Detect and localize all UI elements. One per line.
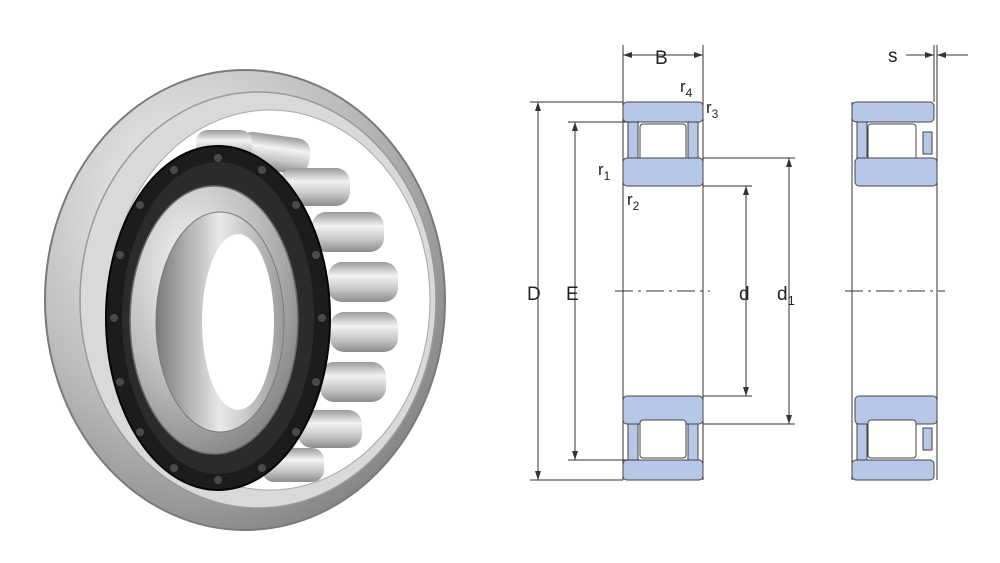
rivet [318,314,326,322]
side-outer-ring-bottom [851,459,935,481]
side-outer-ring-top [851,101,935,123]
side-flange-left-top [856,121,868,159]
outer-ring-flange-left-bottom [627,423,639,461]
rivet [214,476,222,484]
side-flange-right-bottom [922,427,933,451]
arrow-D-bottom [535,471,541,480]
roller [312,212,384,252]
roller [298,410,362,448]
roller-section-top [639,123,687,163]
rivet [136,428,144,436]
bore-opening [202,234,274,410]
label-r2: r2 [627,190,640,213]
rivet [136,201,144,209]
roller [328,262,398,302]
roller [330,312,398,352]
cylindrical-roller-bearing-photo [44,69,446,531]
roller [320,362,386,402]
outer-ring-flange-right-bottom [687,423,699,461]
rivet [116,251,124,259]
arrow-E-bottom [572,451,578,460]
rivet [170,464,178,472]
label-d1: d1 [777,284,795,308]
label-B: B [655,48,668,69]
dimension-drawing [530,45,795,481]
s-arrowheads [925,52,946,58]
rivet [312,378,320,386]
side-inner-ring-top [854,157,938,187]
arrow-E-top [572,122,578,131]
arrow-d-top [743,186,749,195]
roller-section-bottom [639,419,687,459]
arrow-d1-bottom [786,415,792,424]
side-roller-top [867,123,917,163]
rivet [292,201,300,209]
rivet [258,166,266,174]
rivet [292,428,300,436]
arrow-B-right [694,52,703,58]
outer-ring-section-bottom [622,459,704,481]
side-flange-right-top [922,131,933,155]
label-r1: r1 [598,160,611,183]
rivet [170,166,178,174]
rivet [312,251,320,259]
side-flange-left-bottom [856,423,868,461]
label-D: D [527,284,541,305]
inner-ring-section-top [622,157,704,187]
arrow-d1-top [786,158,792,167]
arrow-B-left [623,52,632,58]
arrow-D-top [535,102,541,111]
rivet [258,464,266,472]
outer-ring-flange-left-top [627,121,639,159]
arrow-s-left [925,52,934,58]
label-r4: r4 [680,77,693,100]
rivet [116,378,124,386]
rivet [214,154,222,162]
side-view-drawing [845,45,968,481]
label-E: E [566,284,579,305]
label-d: d [739,284,750,305]
arrow-d-bottom [743,387,749,396]
cage-rivets [110,154,326,484]
outer-ring-flange-right-top [687,121,699,159]
rivet [110,314,118,322]
arrowheads [535,52,792,480]
arrow-s-right [937,52,946,58]
label-s: s [888,46,898,67]
label-r3: r3 [706,98,719,121]
side-roller-bottom [867,419,917,459]
outer-ring-section-top [622,101,704,123]
